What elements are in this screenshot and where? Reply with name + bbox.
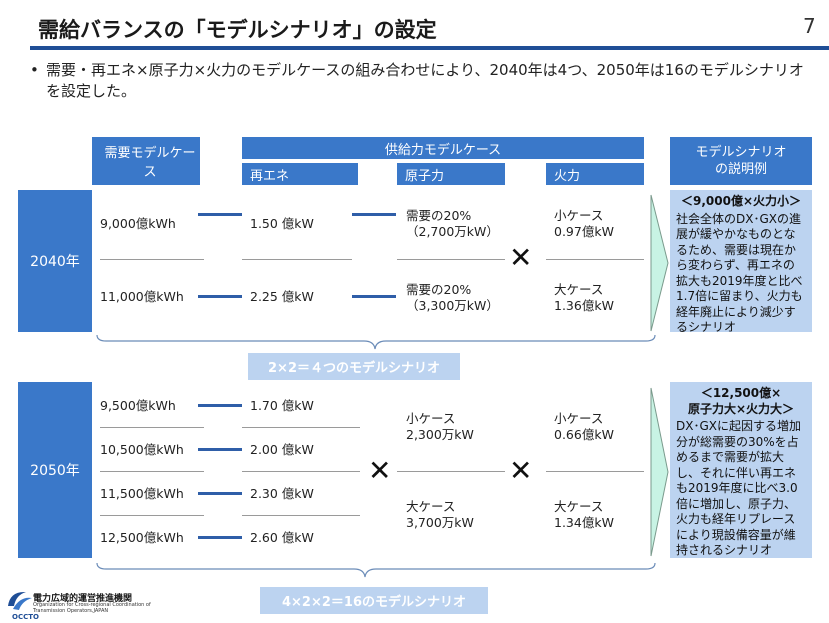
bullet-dot: •	[30, 61, 39, 79]
demand-2050-2: 10,500億kWh	[100, 442, 184, 457]
times-icon: ✕	[509, 241, 533, 274]
renewable-2040-1: 1.50 億kW	[250, 216, 314, 231]
row-divider	[100, 259, 204, 260]
logo-name: 電力広域的運営推進機関	[33, 594, 133, 604]
thermal-2050-2: 大ケース 1.34億kW	[554, 499, 614, 530]
demand-2050-3: 11,500億kWh	[100, 486, 184, 501]
chevron-right-icon	[650, 194, 669, 332]
row-divider	[100, 515, 204, 516]
thermal-2040-2: 大ケース 1.36億kW	[554, 282, 614, 313]
renewable-2050-4: 2.60 億kW	[250, 530, 314, 545]
renewable-2050-1: 1.70 億kW	[250, 398, 314, 413]
connector-bar	[198, 448, 242, 451]
row-divider	[546, 471, 644, 472]
nuclear-2050-1: 小ケース 2,300万kW	[406, 411, 474, 442]
demand-2040-2: 11,000億kWh	[100, 289, 184, 304]
demand-2050-1: 9,500億kWh	[100, 398, 176, 413]
nuclear-2050-2: 大ケース 3,700万kW	[406, 499, 474, 530]
connector-bar	[198, 404, 242, 407]
row-divider	[546, 259, 644, 260]
times-icon: ✕	[368, 454, 392, 487]
summary-brace	[96, 334, 656, 350]
demand-2040-1: 9,000億kWh	[100, 216, 176, 231]
logo-mark: OCCTO	[12, 613, 39, 621]
summary-2050: 4×2×2＝16のモデルシナリオ	[260, 587, 488, 614]
header-renewable: 再エネ	[242, 163, 358, 185]
header-supply: 供給力モデルケース	[242, 137, 644, 159]
year-2050: 2050年	[18, 382, 92, 558]
connector-bar	[198, 213, 242, 216]
header-thermal: 火力	[546, 163, 644, 185]
row-divider	[397, 259, 505, 260]
page-number: 7	[803, 14, 816, 38]
row-divider	[242, 515, 360, 516]
demand-2050-4: 12,500億kWh	[100, 530, 184, 545]
row-divider	[242, 259, 352, 260]
row-divider	[100, 471, 204, 472]
nuclear-2040-1: 需要の20% （2,700万kW）	[406, 208, 499, 239]
thermal-2040-1: 小ケース 0.97億kW	[554, 208, 614, 239]
nuclear-2040-2: 需要の20% （3,300万kW）	[406, 282, 499, 313]
row-divider	[242, 471, 360, 472]
connector-bar	[352, 295, 396, 298]
logo-subtitle: Organization for Cross-regional Coordina…	[33, 602, 151, 614]
connector-bar	[198, 295, 242, 298]
renewable-2050-3: 2.30 億kW	[250, 486, 314, 501]
header-nuclear: 原子力	[397, 163, 505, 185]
header-demand: 需要モデルケース	[92, 137, 200, 185]
times-icon: ✕	[509, 454, 533, 487]
chevron-right-icon	[650, 387, 669, 557]
header-scenario: モデルシナリオ の説明例	[670, 137, 812, 185]
row-divider	[242, 427, 360, 428]
connector-bar	[198, 492, 242, 495]
summary-brace	[96, 562, 656, 578]
page-title: 需給バランスの「モデルシナリオ」の設定	[38, 18, 437, 42]
row-divider	[397, 471, 505, 472]
row-divider	[100, 427, 204, 428]
year-2040: 2040年	[18, 190, 92, 332]
connector-bar	[352, 213, 396, 216]
scenario-desc-2040: ＜9,000億×火力小＞ 社会全体のDX･GXの進展が緩やかなものとなるため、需…	[670, 190, 812, 334]
bullet-text: • 需要・再エネ×原子力×火力のモデルケースの組み合わせにより、2040年は4つ…	[30, 61, 804, 100]
scenario-desc-2050: ＜12,500億× 原子力大×火力大＞ DX･GXに起因する増加分が総需要の30…	[670, 382, 812, 558]
title-rule	[30, 46, 829, 50]
renewable-2040-2: 2.25 億kW	[250, 289, 314, 304]
occto-logo-icon	[8, 591, 32, 610]
connector-bar	[198, 536, 242, 539]
summary-2040: 2×2＝４つのモデルシナリオ	[248, 353, 460, 380]
thermal-2050-1: 小ケース 0.66億kW	[554, 411, 614, 442]
renewable-2050-2: 2.00 億kW	[250, 442, 314, 457]
